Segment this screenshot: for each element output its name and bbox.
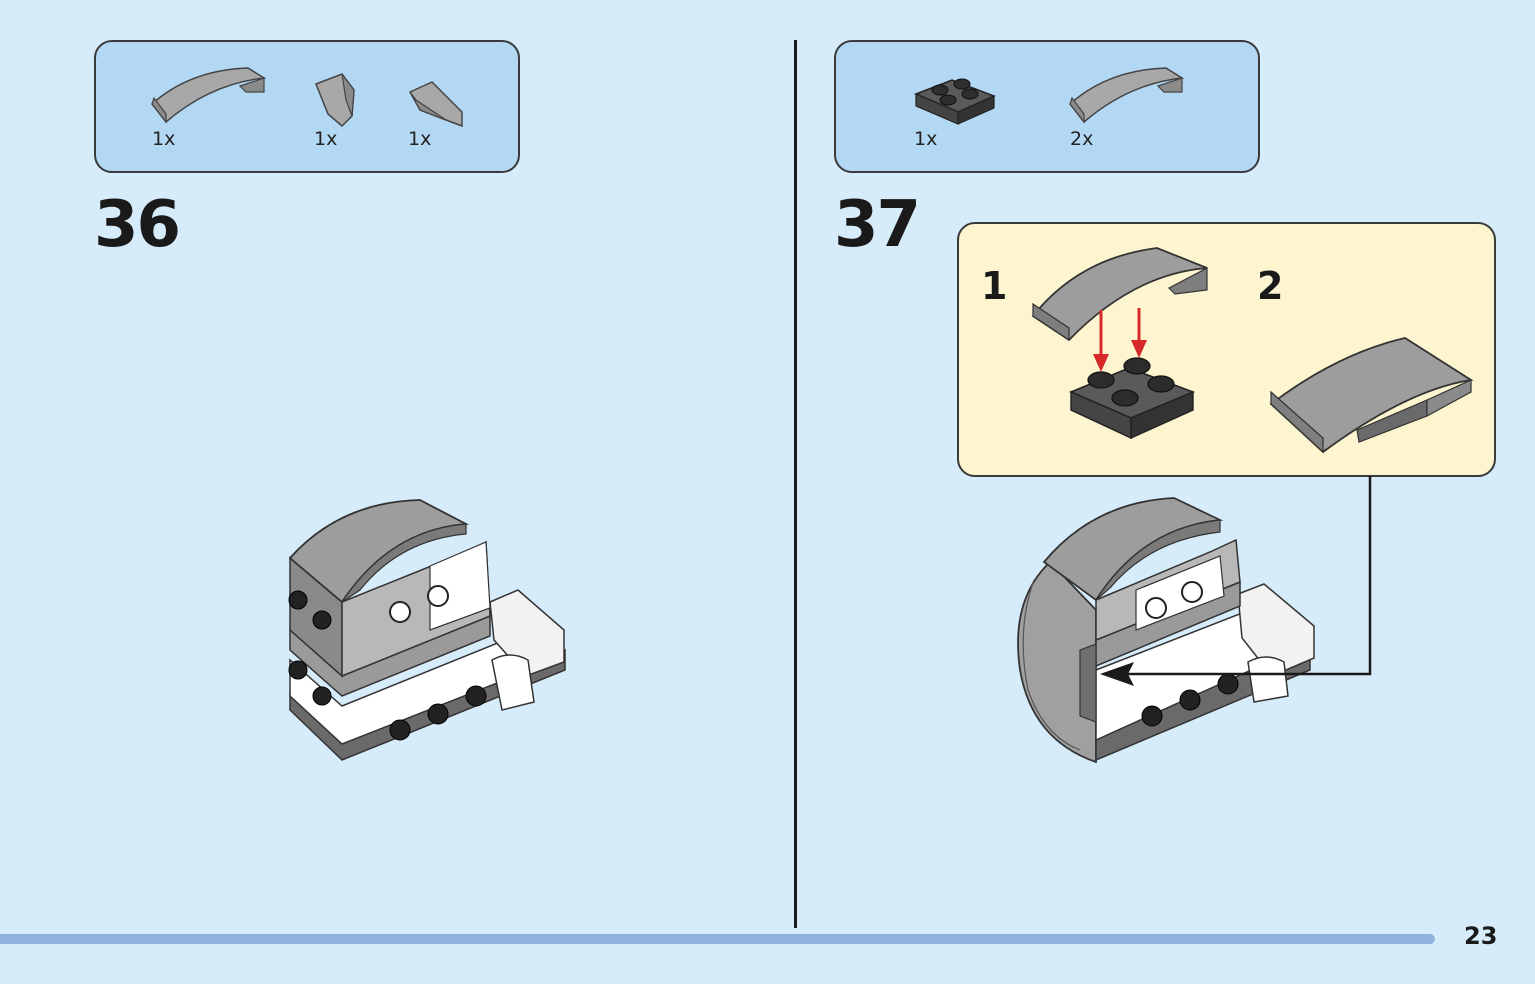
plate-2x2-icon (1068, 357, 1196, 440)
part-qty-2: 1x (314, 128, 338, 150)
red-down-arrows-icon (1093, 308, 1147, 372)
page-number: 23 (1464, 922, 1498, 950)
curved-slope-long-icon (1068, 67, 1185, 124)
sub-step-number-1: 1 (981, 264, 1008, 308)
wedge-slope-left-icon (315, 73, 355, 128)
step-number-36: 36 (94, 188, 181, 262)
footer-bar (0, 934, 1435, 944)
assembled-slope-icon (1269, 337, 1474, 454)
parts-list-step-36: 1x 1x 1x (94, 40, 520, 173)
sub-step-number-2: 2 (1257, 264, 1284, 308)
curved-slope-long-icon (150, 67, 267, 124)
plate-2x2-icon (914, 78, 996, 125)
parts-list-step-37: 1x 2x (834, 40, 1260, 173)
wedge-slope-right-icon (408, 81, 463, 128)
callout-pointer-arrow (1100, 476, 1372, 686)
part-qty-3: 1x (408, 128, 432, 150)
part-qty-2: 2x (1070, 128, 1094, 150)
part-qty-1: 1x (914, 128, 938, 150)
model-illustration-step-36 (288, 499, 566, 761)
part-qty-1: 1x (152, 128, 176, 150)
step-number-37: 37 (834, 188, 921, 262)
curved-slope-piece-icon (1031, 247, 1208, 342)
page-divider (794, 40, 797, 928)
sub-assembly-callout: 1 2 (957, 222, 1496, 477)
